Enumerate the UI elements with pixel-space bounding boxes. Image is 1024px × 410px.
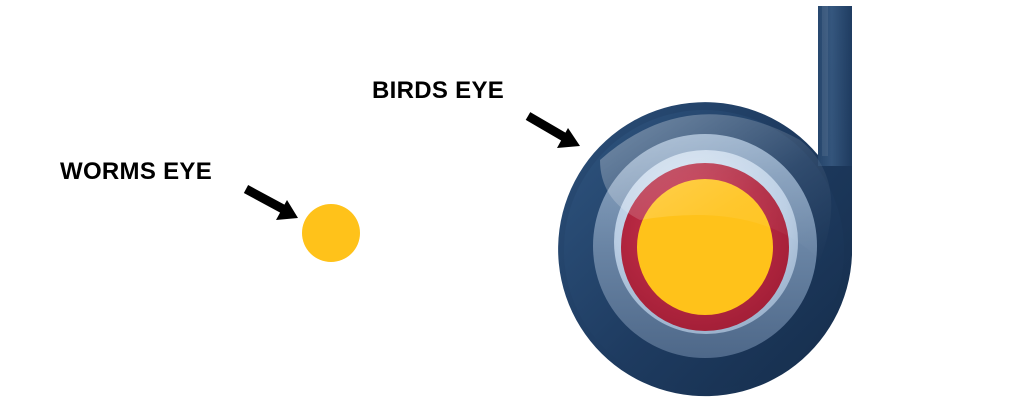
worms-eye-arrow-icon xyxy=(243,185,298,220)
worms-eye-circle xyxy=(302,204,360,262)
birds-eye-arrow-icon xyxy=(525,112,580,148)
birds-eye-label: BIRDS EYE xyxy=(372,77,505,104)
birds-eye-volute xyxy=(558,6,852,397)
worms-eye-label: WORMS EYE xyxy=(60,158,213,185)
